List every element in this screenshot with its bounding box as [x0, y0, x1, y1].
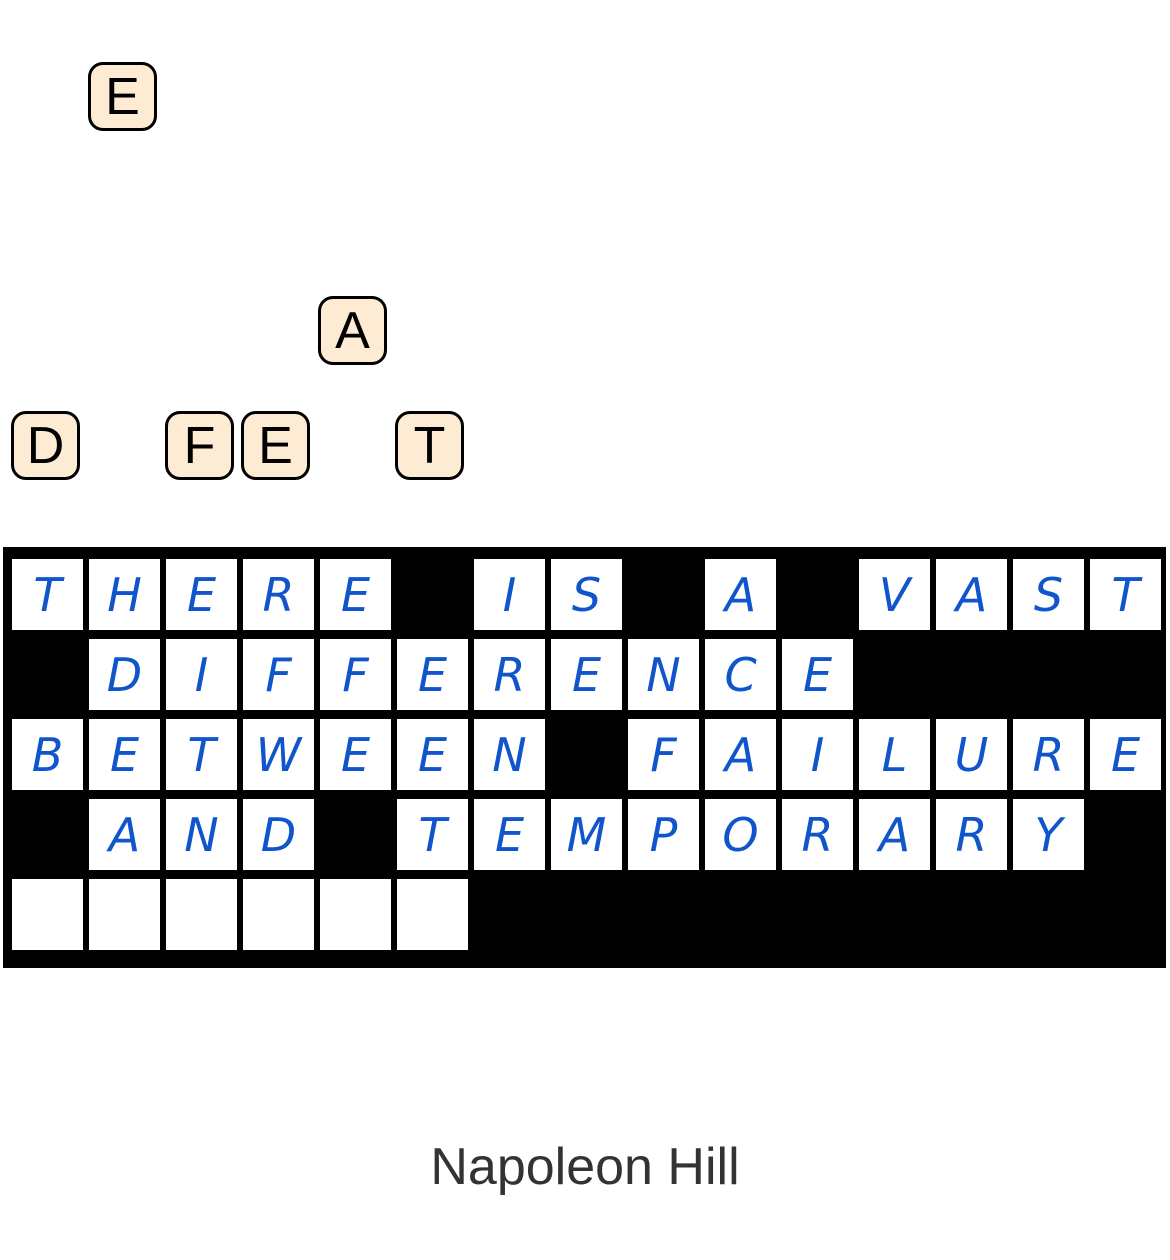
grid-cell[interactable]: R [782, 799, 853, 870]
grid-cell[interactable]: T [1090, 559, 1161, 630]
grid-cell[interactable]: S [1013, 559, 1084, 630]
grid-block [705, 879, 776, 950]
grid-block [1090, 639, 1161, 710]
grid-block [628, 559, 699, 630]
grid-cell[interactable]: N [474, 719, 545, 790]
grid-cell[interactable]: E [551, 639, 622, 710]
grid-cell-empty[interactable] [89, 879, 160, 950]
grid-block [12, 639, 83, 710]
grid-cell[interactable]: E [397, 719, 468, 790]
grid-block [12, 799, 83, 870]
grid-cell[interactable]: E [320, 559, 391, 630]
grid-block [1013, 879, 1084, 950]
grid-block [782, 559, 853, 630]
letter-tile[interactable]: E [88, 62, 157, 131]
grid-cell[interactable]: S [551, 559, 622, 630]
letter-tile[interactable]: T [395, 411, 464, 480]
grid-block [936, 879, 1007, 950]
grid-cell-empty[interactable] [320, 879, 391, 950]
grid-cell[interactable]: R [1013, 719, 1084, 790]
grid-cell[interactable]: B [12, 719, 83, 790]
grid-block [320, 799, 391, 870]
grid-cell[interactable]: D [89, 639, 160, 710]
grid-cell[interactable]: R [243, 559, 314, 630]
grid-cell[interactable]: E [1090, 719, 1161, 790]
grid-cell-empty[interactable] [243, 879, 314, 950]
grid-cell-empty[interactable] [12, 879, 83, 950]
grid-cell[interactable]: P [628, 799, 699, 870]
grid-cell[interactable]: T [12, 559, 83, 630]
grid-cell[interactable]: H [89, 559, 160, 630]
grid-cell[interactable]: R [936, 799, 1007, 870]
grid-cell[interactable]: A [705, 559, 776, 630]
grid-cell[interactable]: E [89, 719, 160, 790]
letter-tile[interactable]: A [318, 296, 387, 365]
grid-block [859, 639, 930, 710]
grid-cell[interactable]: I [782, 719, 853, 790]
grid-cell[interactable]: N [628, 639, 699, 710]
grid-cell[interactable]: A [705, 719, 776, 790]
grid-cell[interactable]: U [936, 719, 1007, 790]
grid-cell[interactable]: F [628, 719, 699, 790]
grid-cell-empty[interactable] [166, 879, 237, 950]
grid-cell[interactable]: W [243, 719, 314, 790]
grid-cell[interactable]: A [89, 799, 160, 870]
letter-tile[interactable]: E [241, 411, 310, 480]
grid-cell[interactable]: C [705, 639, 776, 710]
grid-cell[interactable]: L [859, 719, 930, 790]
grid-cell[interactable]: N [166, 799, 237, 870]
grid-block [628, 879, 699, 950]
grid-cell[interactable]: T [397, 799, 468, 870]
grid-cell[interactable]: D [243, 799, 314, 870]
grid-block [474, 879, 545, 950]
grid-cell[interactable]: E [782, 639, 853, 710]
grid-block [1090, 799, 1161, 870]
grid-cell[interactable]: I [474, 559, 545, 630]
grid-cell[interactable]: Y [1013, 799, 1084, 870]
grid-block [782, 879, 853, 950]
letter-tile[interactable]: F [165, 411, 234, 480]
grid-block [551, 719, 622, 790]
grid-cell[interactable]: E [397, 639, 468, 710]
letter-tile[interactable]: D [11, 411, 80, 480]
grid-cell[interactable]: F [320, 639, 391, 710]
grid-block [859, 879, 930, 950]
grid-cell[interactable]: E [166, 559, 237, 630]
grid-cell[interactable]: I [166, 639, 237, 710]
grid-block [936, 639, 1007, 710]
grid-cell[interactable]: E [320, 719, 391, 790]
grid-cell[interactable]: A [859, 799, 930, 870]
grid-cell-empty[interactable] [397, 879, 468, 950]
grid-block [1090, 879, 1161, 950]
grid-cell[interactable]: M [551, 799, 622, 870]
grid-block [1013, 639, 1084, 710]
quote-author: Napoleon Hill [430, 1138, 740, 1196]
grid-cell[interactable]: F [243, 639, 314, 710]
grid-cell[interactable]: E [474, 799, 545, 870]
grid-block [397, 559, 468, 630]
grid-cell[interactable]: T [166, 719, 237, 790]
grid-cell[interactable]: V [859, 559, 930, 630]
grid-block [551, 879, 622, 950]
grid-cell[interactable]: A [936, 559, 1007, 630]
grid-cell[interactable]: R [474, 639, 545, 710]
grid-cell[interactable]: O [705, 799, 776, 870]
